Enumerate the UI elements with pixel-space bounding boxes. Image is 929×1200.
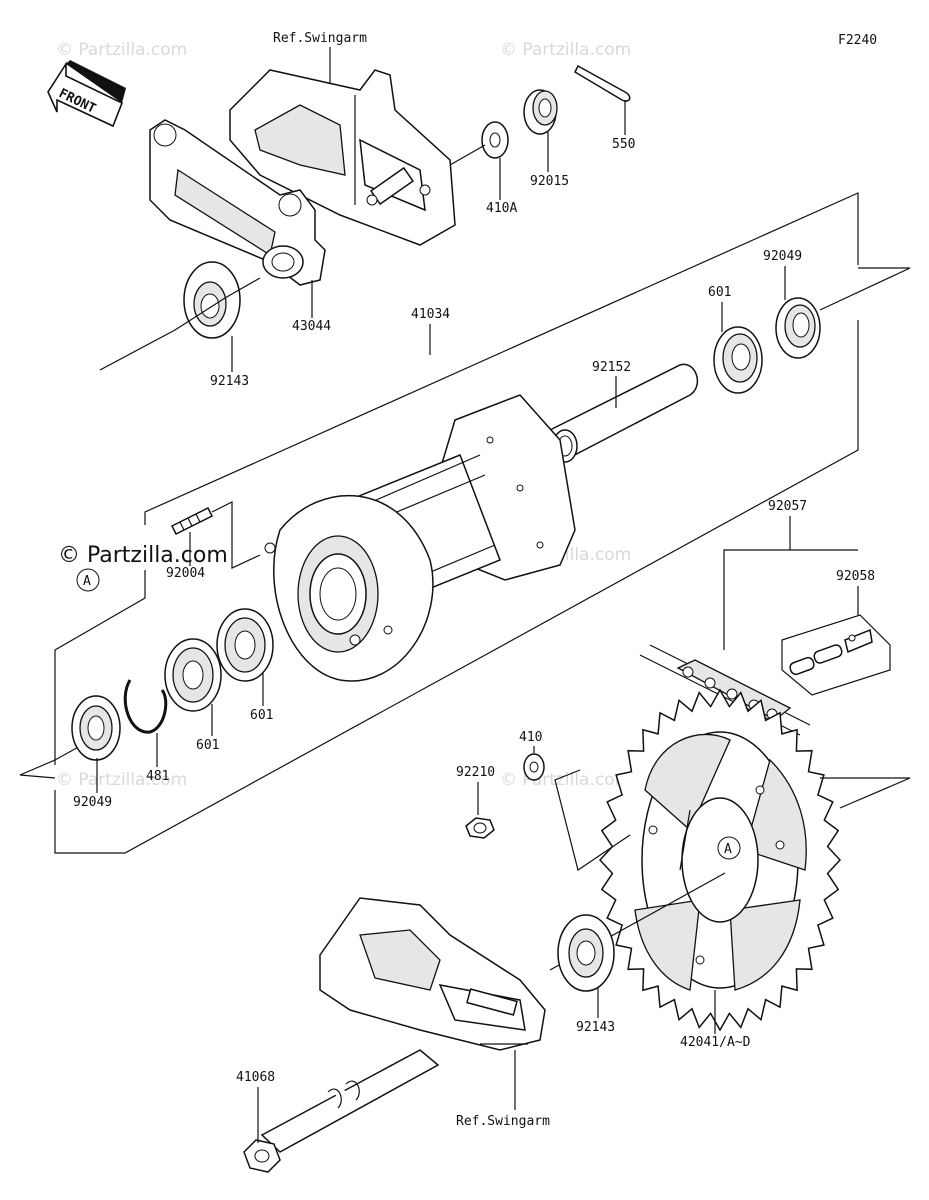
cotter-pin-550-icon (574, 64, 631, 102)
oil-seal-92049-low-icon (71, 695, 121, 761)
label-410A: 410A (486, 201, 517, 216)
swingarm-end-bottom (319, 897, 546, 1051)
collar-nut-92015-icon (523, 89, 558, 135)
watermark-1: © Partzilla.com (56, 40, 187, 60)
label-601-top: 601 (708, 285, 731, 300)
label-601-mid: 601 (250, 708, 273, 723)
label-550: 550 (612, 137, 635, 152)
bearing-601-mid-icon (216, 608, 274, 682)
label-41034: 41034 (411, 307, 450, 322)
chain-joint-92058-icon (781, 614, 891, 696)
ref-swingarm-bottom-label: Ref.Swingarm (456, 1114, 550, 1129)
ref-swingarm-top-label: Ref.Swingarm (273, 31, 367, 46)
label-601-low: 601 (196, 738, 219, 753)
watermark-strong: © Partzilla.com (58, 543, 228, 568)
watermark-4: © Partzilla.com (56, 770, 187, 790)
label-92143-top: 92143 (210, 374, 249, 389)
watermark-5: © Partzilla.com (500, 770, 631, 790)
hub-frame-lines (19, 192, 911, 854)
swingarm-end-top (229, 69, 456, 246)
bearing-601-top-icon (713, 326, 763, 394)
spacer-92143-low-icon (557, 914, 615, 992)
label-92049-low: 92049 (73, 795, 112, 810)
collar-92152-icon (548, 363, 699, 463)
rear-sprocket-42041 (598, 688, 842, 1032)
label-92210: 92210 (456, 765, 495, 780)
label-410: 410 (519, 730, 542, 745)
stud-92004-icon (170, 506, 214, 536)
label-92004: 92004 (166, 566, 205, 581)
chain-adjuster-plate-43044 (149, 119, 326, 286)
label-92143-low: 92143 (576, 1020, 615, 1035)
circle-marker-a-left-text: A (83, 574, 91, 589)
label-42041: 42041/A~D (680, 1035, 751, 1050)
oil-seal-92049-top-icon (775, 297, 821, 359)
circle-marker-a-right: A (717, 836, 741, 860)
washer-410A-icon (481, 121, 509, 159)
circle-marker-a-right-text: A (724, 842, 732, 857)
label-92058: 92058 (836, 569, 875, 584)
label-41068: 41068 (236, 1070, 275, 1085)
rear-hub-41034 (264, 394, 576, 682)
nut-92210-icon (465, 817, 495, 839)
axle-41068-icon (243, 1049, 440, 1173)
front-arrow-icon: FRONT (47, 60, 126, 128)
label-92015: 92015 (530, 174, 569, 189)
circle-marker-a-left: A (76, 568, 100, 592)
circlip-481-icon (123, 679, 168, 734)
label-92049-top: 92049 (763, 249, 802, 264)
label-92152: 92152 (592, 360, 631, 375)
figure-code: F2240 (838, 33, 877, 48)
spacer-92143-top-icon (183, 261, 241, 339)
watermark-2: © Partzilla.com (500, 40, 631, 60)
bearing-601-low-icon (164, 638, 222, 712)
label-92057: 92057 (768, 499, 807, 514)
washer-410-icon (523, 753, 545, 781)
label-481: 481 (146, 769, 169, 784)
label-43044: 43044 (292, 319, 331, 334)
